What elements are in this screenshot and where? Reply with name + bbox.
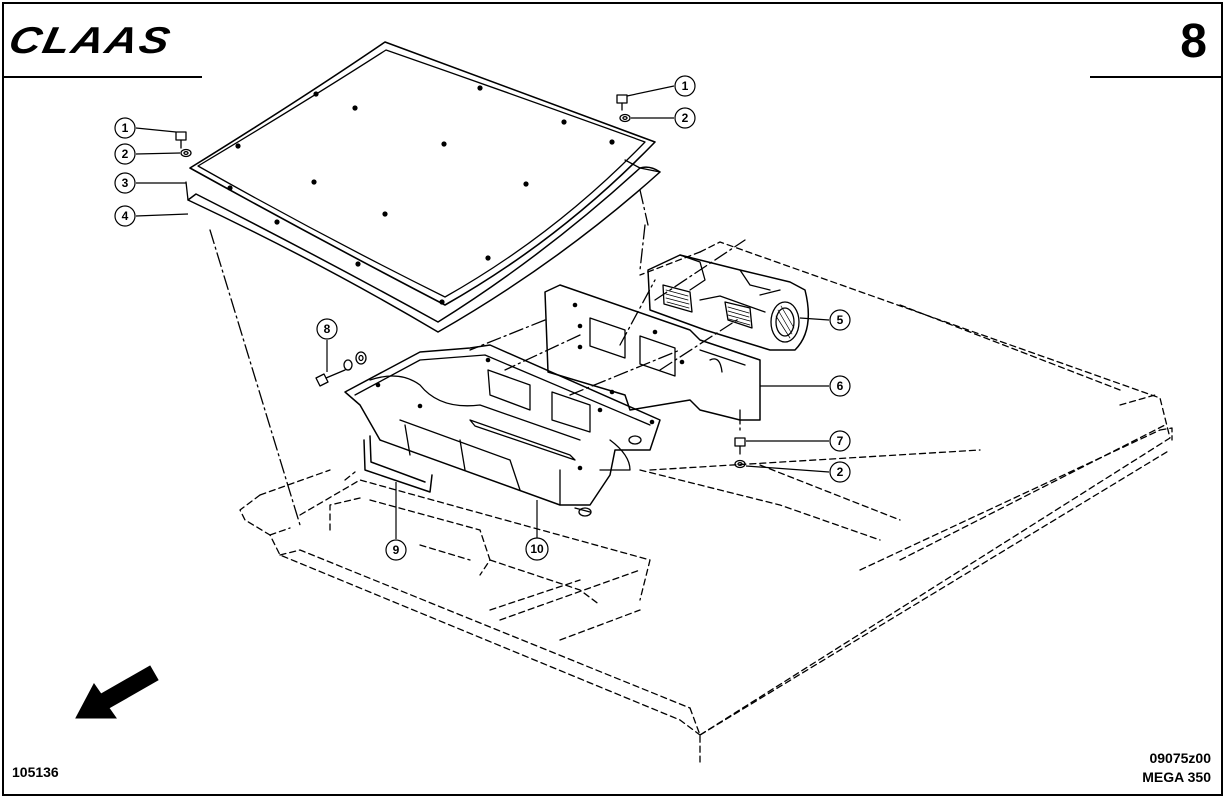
page-number: 8	[1180, 15, 1207, 68]
svg-text:10: 10	[530, 542, 544, 556]
callout-4: 4	[114, 205, 189, 227]
callout-10: 10	[525, 500, 549, 561]
svg-text:5: 5	[837, 313, 844, 327]
svg-text:1: 1	[122, 121, 129, 135]
callouts: 1 2 3 4 1	[114, 75, 851, 561]
bracket	[363, 435, 433, 493]
arrow-down-left-icon	[75, 665, 159, 719]
header-rule-right	[1090, 76, 1223, 78]
svg-text:2: 2	[682, 111, 689, 125]
cover-panel	[189, 41, 656, 306]
svg-text:6: 6	[837, 379, 844, 393]
callout-8: 8	[316, 318, 338, 372]
svg-text:3: 3	[122, 176, 129, 190]
mounting-plate	[544, 284, 761, 421]
callout-5: 5	[799, 309, 851, 331]
callout-1-left: 1	[114, 117, 177, 139]
callout-9: 9	[385, 482, 407, 561]
svg-text:7: 7	[837, 434, 844, 448]
blower-unit	[647, 254, 810, 351]
callout-6: 6	[760, 375, 851, 397]
callout-7: 7	[746, 430, 851, 452]
header-rule-left	[4, 76, 202, 78]
callout-1-right: 1	[626, 75, 696, 97]
model-name: MEGA 350	[1142, 769, 1211, 785]
figure-id: 105136	[12, 764, 59, 780]
callout-2-right: 2	[631, 107, 696, 129]
cab-roof-outline	[239, 241, 1173, 763]
svg-text:2: 2	[837, 465, 844, 479]
svg-text:8: 8	[324, 322, 331, 336]
svg-text:9: 9	[393, 543, 400, 557]
drawing-number: 09075z00	[1149, 750, 1211, 766]
callout-2-lower: 2	[745, 461, 851, 483]
callout-2-left: 2	[114, 143, 181, 165]
svg-text:2: 2	[122, 147, 129, 161]
hardware	[175, 94, 746, 469]
callout-3: 3	[114, 172, 186, 194]
gasket	[185, 159, 661, 333]
svg-text:4: 4	[122, 209, 129, 223]
housing	[344, 344, 661, 517]
svg-text:1: 1	[682, 79, 689, 93]
